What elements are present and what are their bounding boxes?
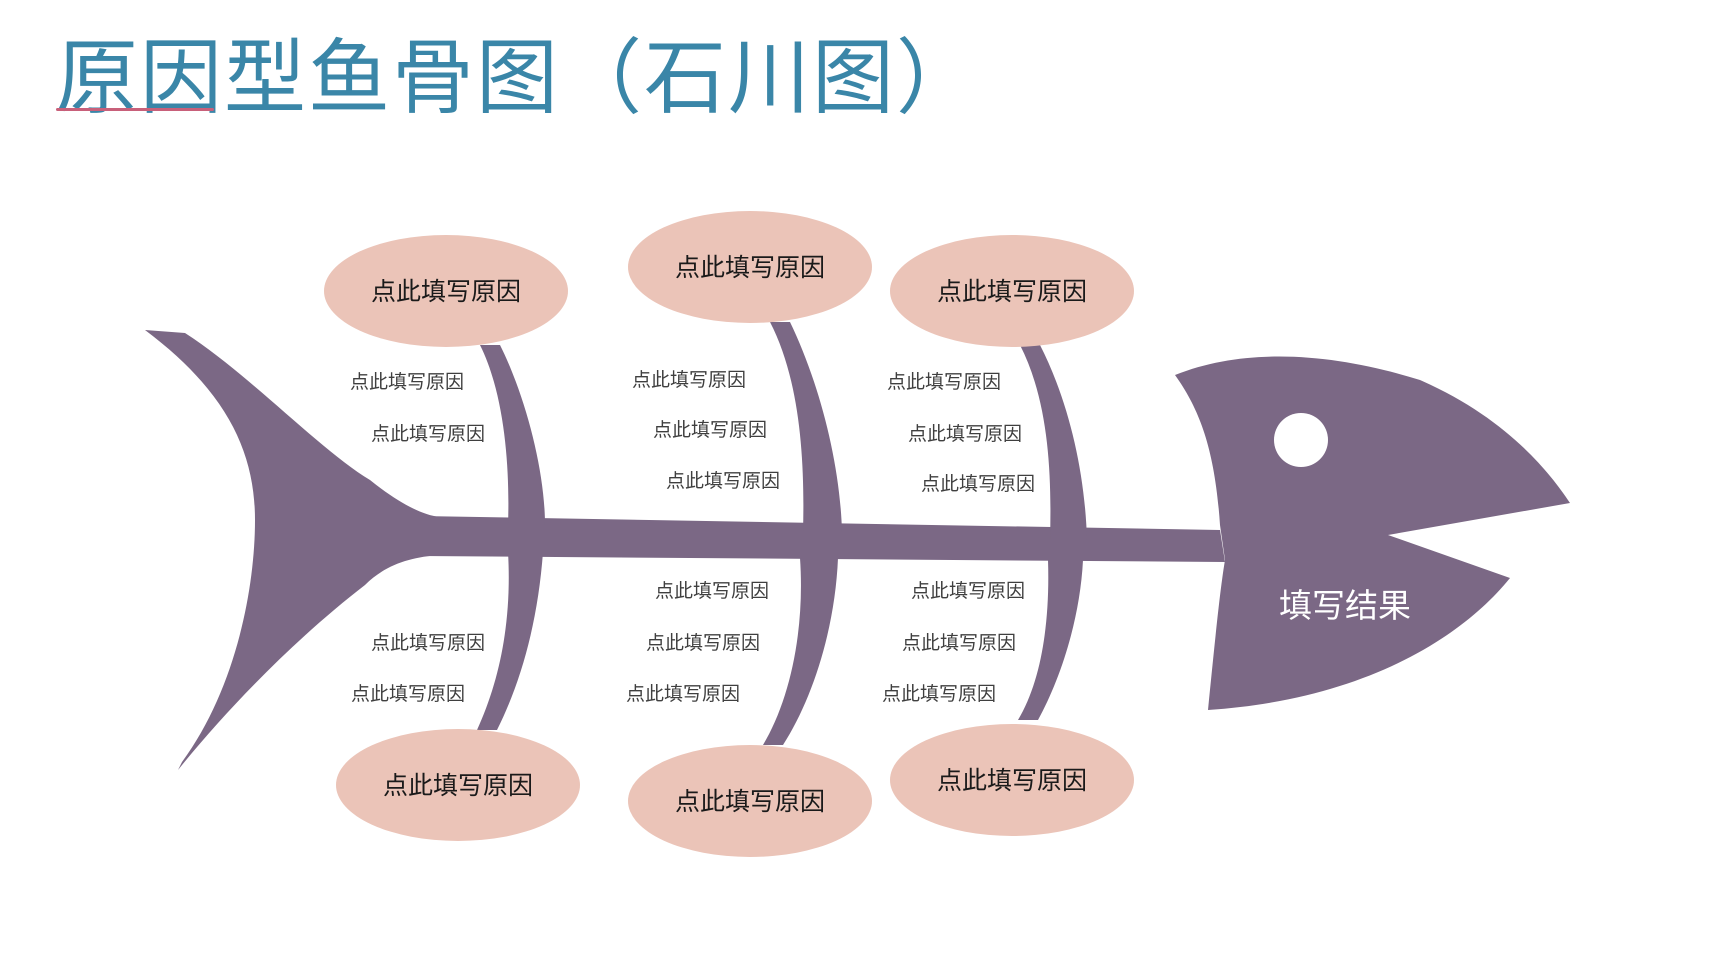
sub-cause-label[interactable]: 点此填写原因 (626, 683, 740, 705)
rib-bottom-middle (763, 558, 838, 745)
rib-top-left (480, 345, 545, 525)
cause-label: 点此填写原因 (371, 277, 521, 306)
cause-label: 点此填写原因 (675, 787, 825, 816)
cause-bubble-bottom-left[interactable]: 点此填写原因 (336, 729, 580, 841)
cause-bubble-shape (890, 235, 1134, 347)
sub-cause-label[interactable]: 点此填写原因 (350, 371, 464, 393)
cause-label: 点此填写原因 (675, 253, 825, 282)
sub-cause-label[interactable]: 点此填写原因 (882, 683, 996, 705)
rib-top-right (1020, 345, 1087, 540)
cause-label: 点此填写原因 (937, 766, 1087, 795)
sub-cause-label[interactable]: 点此填写原因 (908, 423, 1022, 445)
fish-tail (145, 330, 440, 770)
result-label[interactable]: 填写结果 (1279, 586, 1411, 625)
title-underline (56, 108, 214, 111)
cause-label: 点此填写原因 (937, 277, 1087, 306)
cause-bubble-shape (324, 235, 568, 347)
cause-bubble-top-middle[interactable]: 点此填写原因 (628, 211, 872, 323)
cause-bubble-shape (628, 745, 872, 857)
cause-bubble-top-left[interactable]: 点此填写原因 (324, 235, 568, 347)
sub-cause-label[interactable]: 点此填写原因 (902, 632, 1016, 654)
fish-head (1175, 356, 1570, 710)
rib-top-middle (770, 322, 842, 532)
sub-cause-label[interactable]: 点此填写原因 (666, 470, 780, 492)
sub-cause-label[interactable]: 点此填写原因 (351, 683, 465, 705)
rib-bottom-left (477, 552, 543, 730)
cause-bubble-shape (890, 724, 1134, 836)
sub-cause-label[interactable]: 点此填写原因 (887, 371, 1001, 393)
sub-cause-label[interactable]: 点此填写原因 (371, 632, 485, 654)
page-title: 原因型鱼骨图（石川图） (56, 31, 981, 126)
fish-spine (420, 516, 1225, 562)
cause-label: 点此填写原因 (383, 771, 533, 800)
sub-cause-label[interactable]: 点此填写原因 (371, 423, 485, 445)
cause-bubble-bottom-right[interactable]: 点此填写原因 (890, 724, 1134, 836)
sub-cause-label[interactable]: 点此填写原因 (911, 580, 1025, 602)
sub-cause-label[interactable]: 点此填写原因 (655, 580, 769, 602)
sub-cause-label[interactable]: 点此填写原因 (921, 473, 1035, 495)
sub-cause-label[interactable]: 点此填写原因 (632, 369, 746, 391)
sub-cause-label[interactable]: 点此填写原因 (653, 419, 767, 441)
cause-bubble-shape (628, 211, 872, 323)
rib-bottom-right (1018, 560, 1083, 720)
fish-eye (1274, 413, 1328, 467)
cause-bubble-shape (336, 729, 580, 841)
cause-bubble-bottom-middle[interactable]: 点此填写原因 (628, 745, 872, 857)
sub-cause-label[interactable]: 点此填写原因 (646, 632, 760, 654)
cause-bubble-top-right[interactable]: 点此填写原因 (890, 235, 1134, 347)
